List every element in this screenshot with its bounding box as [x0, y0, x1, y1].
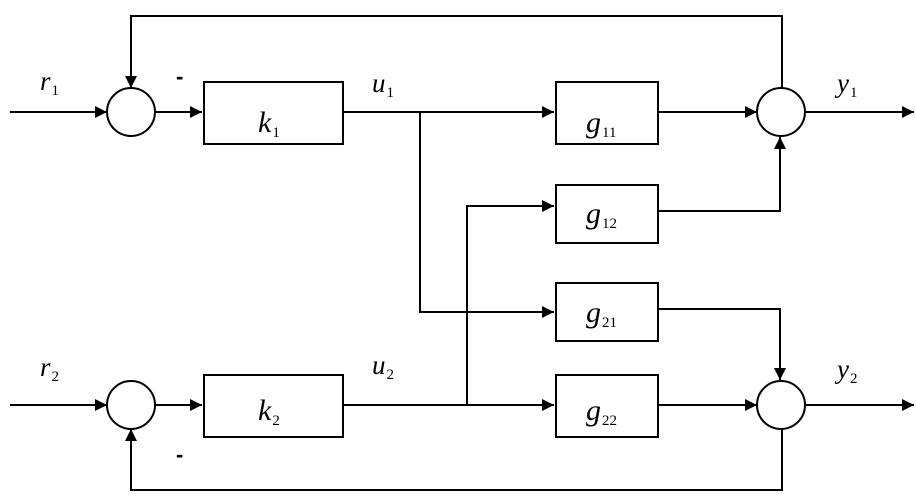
label-u1: u1	[372, 68, 394, 101]
label-r1: r1	[40, 66, 60, 99]
block-g21	[555, 282, 659, 342]
block-g11	[555, 81, 659, 145]
summing-junction-2	[106, 380, 156, 430]
wire-u2-to-g12	[466, 200, 554, 405]
label-g12: g12	[586, 197, 617, 232]
summing-junction-3	[756, 87, 806, 137]
label-g22: g22	[586, 394, 617, 429]
wire-feedback-y1	[125, 15, 783, 88]
wire-u1-to-g21	[419, 112, 554, 318]
label-k2: k2	[258, 394, 280, 429]
block-g22	[555, 374, 659, 438]
label-k1: k1	[258, 106, 280, 141]
label-y1: y1	[837, 68, 858, 101]
label-r2: r2	[40, 352, 60, 385]
wire-g12-to-sum3	[658, 137, 786, 212]
block-g12	[555, 184, 659, 244]
label-g11: g11	[586, 106, 617, 141]
feedback-sign-2: -	[176, 442, 184, 467]
label-g21: g21	[586, 296, 617, 331]
block-k1	[203, 81, 344, 145]
summing-junction-1	[106, 87, 156, 137]
feedback-sign-1: -	[176, 64, 184, 89]
wire-feedback-y2	[125, 429, 783, 491]
label-y2: y2	[837, 354, 858, 387]
label-u2: u2	[372, 350, 394, 383]
block-k2	[203, 374, 344, 438]
wire-g21-to-sum4	[658, 308, 786, 380]
summing-junction-4	[756, 380, 806, 430]
